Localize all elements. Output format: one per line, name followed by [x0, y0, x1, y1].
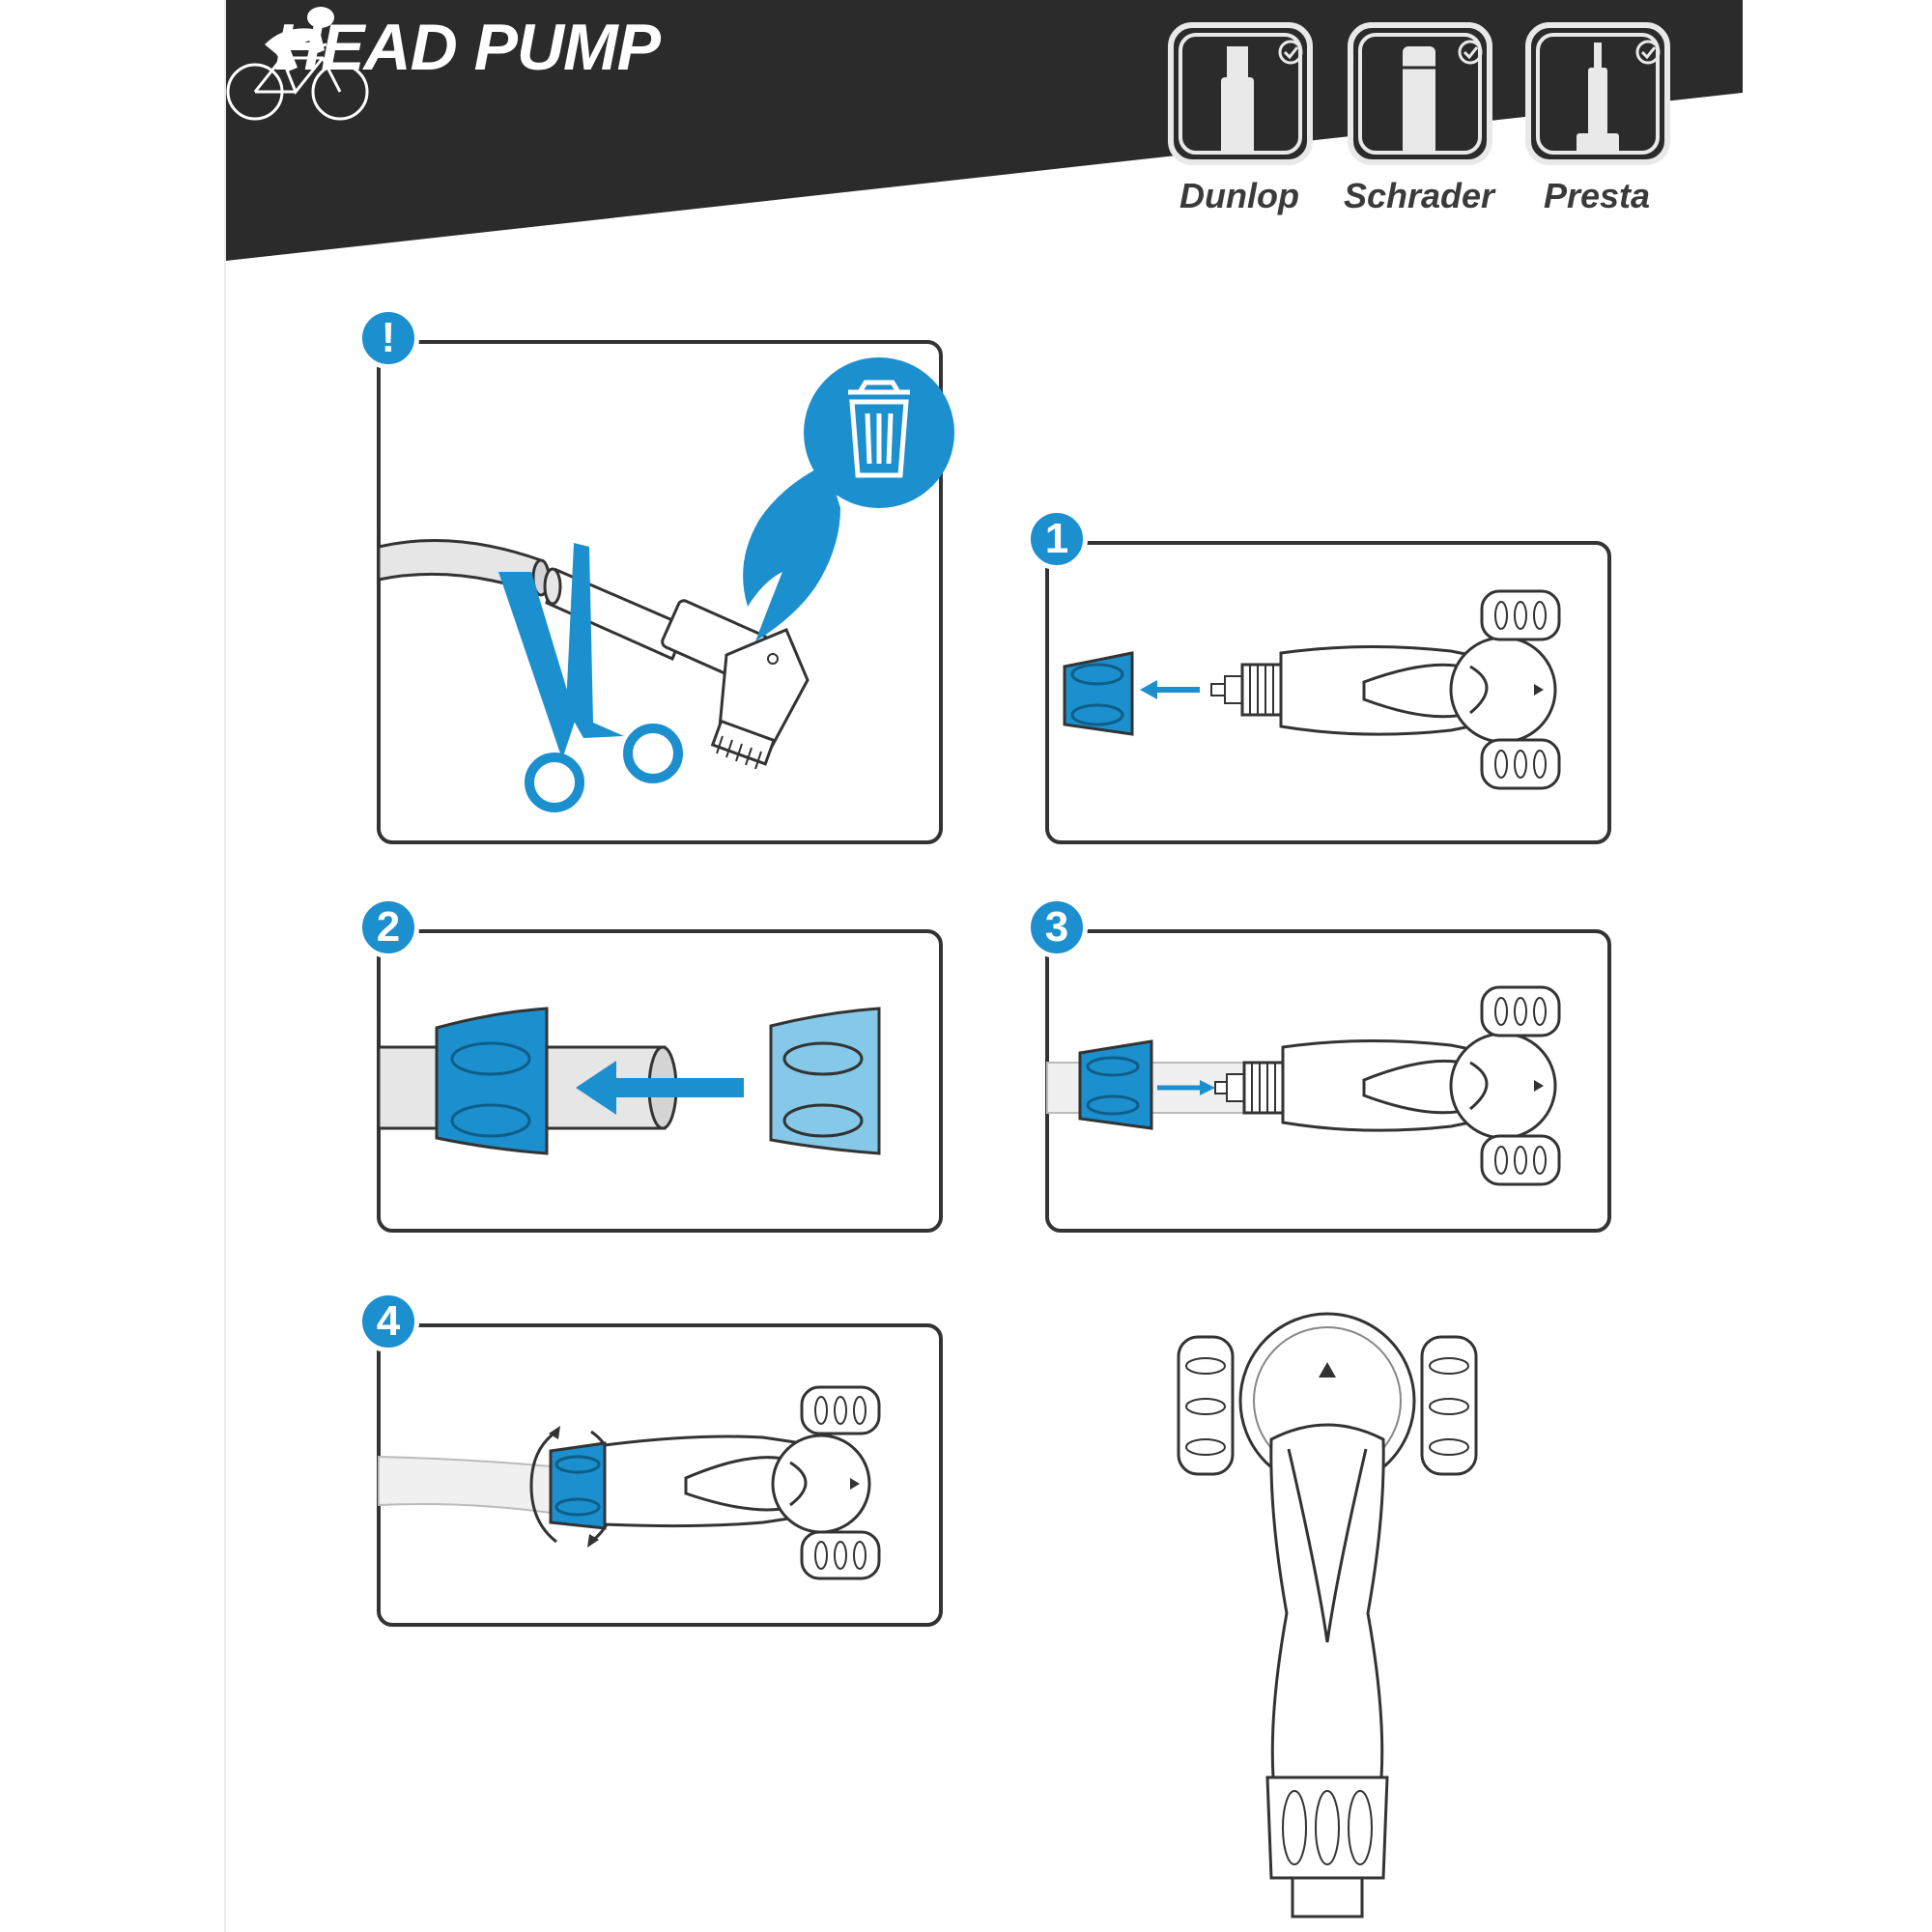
- step-panel-2: 2: [377, 929, 943, 1233]
- warning-icon: !: [357, 307, 419, 369]
- step-badge-3: 3: [1026, 896, 1088, 958]
- step-badge-4: 4: [357, 1291, 419, 1352]
- check-circle-icon: [1457, 39, 1484, 66]
- cut-hose-illustration: [377, 340, 943, 844]
- slide-collar-illustration: [377, 929, 943, 1233]
- step-panel-3: 3: [1045, 929, 1611, 1233]
- valve-label-schrader: Schrader: [1337, 176, 1501, 216]
- screw-collar-illustration: [377, 1323, 943, 1627]
- valve-label-presta: Presta: [1515, 176, 1679, 216]
- pump-head-assembled-illustration: [1173, 1323, 1482, 1922]
- step-badge-2: 2: [357, 896, 419, 958]
- valve-label-dunlop: Dunlop: [1157, 176, 1321, 216]
- assembled-pump-head: [1173, 1323, 1482, 1922]
- step-panel-4: 4: [377, 1323, 943, 1627]
- check-circle-icon: [1634, 39, 1662, 66]
- check-circle-icon: [1277, 39, 1304, 66]
- page-margin: [0, 0, 226, 1932]
- instruction-sheet: HEAD PUMP Dunlop: [226, 0, 1743, 1932]
- remove-collar-illustration: [1045, 541, 1611, 844]
- header-band: HEAD PUMP Dunlop: [226, 0, 1743, 263]
- step-panel-warning: !: [377, 340, 943, 844]
- step-badge-1: 1: [1026, 508, 1088, 570]
- step-panel-1: 1: [1045, 541, 1611, 844]
- insert-hose-illustration: [1045, 929, 1611, 1233]
- cyclist-icon: [226, 0, 371, 126]
